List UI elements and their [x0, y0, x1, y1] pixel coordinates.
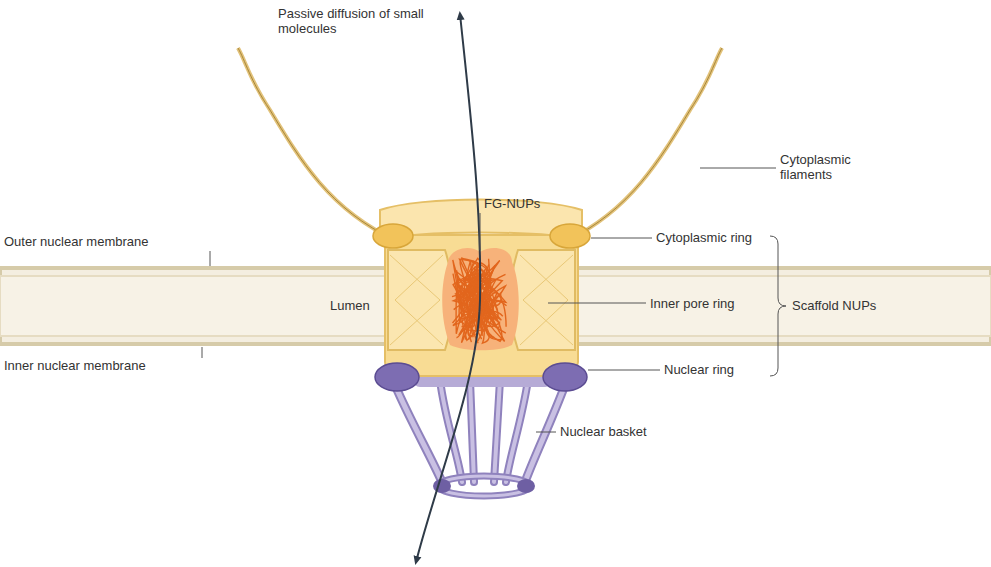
cytoplasmic-filament-edge — [238, 48, 395, 240]
filament-label: Cytoplasmic filaments — [780, 152, 870, 182]
lumen-label: Lumen — [330, 298, 370, 313]
part-label: Nuclear ring — [664, 362, 734, 377]
cytoplasmic-filament-edge — [568, 48, 722, 240]
fg-nups-label: FG-NUPs — [484, 196, 540, 211]
basket-ring-inner — [438, 476, 530, 496]
nuclear-basket — [395, 380, 565, 482]
leader-lines — [202, 168, 776, 432]
scaffold-brace — [770, 236, 786, 376]
part-label: Nuclear basket — [560, 424, 647, 439]
basket-knob — [517, 479, 535, 493]
part-label: Inner pore ring — [650, 296, 735, 311]
cytoplasmic-filament — [568, 48, 722, 240]
membrane-label: Outer nuclear membrane — [4, 234, 149, 249]
lumen-left — [0, 276, 423, 336]
diffusion-arrow — [416, 14, 480, 562]
scaffold-body — [385, 235, 578, 376]
fg-nup-strand — [457, 274, 487, 312]
fg-nup-strand — [453, 258, 499, 327]
basket-ring — [438, 476, 530, 496]
nuclear-ring — [375, 363, 419, 391]
cytoplasmic-ring — [550, 224, 590, 248]
fg-nup-strand — [460, 259, 491, 340]
lumen-right — [547, 276, 991, 336]
group-label: Scaffold NUPs — [792, 298, 876, 313]
nuclear-ring — [543, 363, 587, 391]
nuclear-envelope-right — [537, 268, 991, 344]
diffusion-label: Passive diffusion of small molecules — [278, 6, 428, 36]
part-label: Cytoplasmic ring — [656, 230, 752, 245]
membrane-label: Inner nuclear membrane — [4, 358, 146, 373]
inner-pore-ring — [511, 250, 576, 350]
cytoplasmic-ring — [373, 224, 413, 248]
cytoplasmic-filament — [238, 48, 395, 240]
nuclear-envelope-left — [0, 268, 433, 344]
